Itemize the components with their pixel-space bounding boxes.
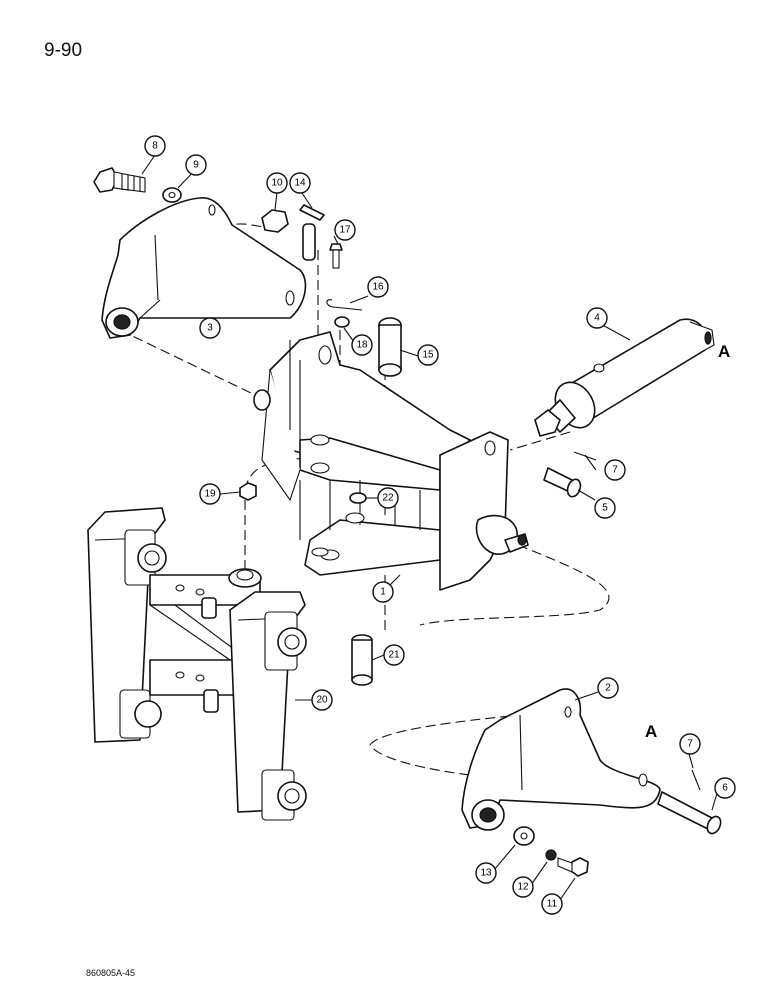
callout-14-label: 14 bbox=[294, 178, 306, 189]
callout-19-label: 19 bbox=[204, 489, 216, 500]
callout-14: 14 bbox=[289, 172, 311, 194]
t-pin-part-14 bbox=[299, 204, 325, 261]
washer-part-13 bbox=[513, 826, 535, 846]
callout-12-label: 12 bbox=[517, 882, 529, 893]
view-mark-a-lower: A bbox=[645, 722, 657, 741]
callout-5: 5 bbox=[594, 497, 616, 519]
snap-ring-part-22 bbox=[349, 492, 367, 504]
nut-part-19 bbox=[239, 482, 257, 501]
callout-13-label: 13 bbox=[480, 868, 492, 879]
callout-2-label: 2 bbox=[605, 683, 611, 694]
callout-9: 9 bbox=[185, 154, 207, 176]
callout-7-upper: 7 bbox=[604, 459, 626, 481]
callout-17: 17 bbox=[334, 219, 356, 241]
callout-1-label: 1 bbox=[380, 587, 386, 598]
callout-2: 2 bbox=[597, 677, 619, 699]
cotter-pin-part-16 bbox=[326, 299, 363, 311]
bolt-part-8 bbox=[93, 167, 146, 193]
callout-7-lower-label: 7 bbox=[687, 739, 693, 750]
cotter-pin-part-7-lower bbox=[691, 769, 701, 791]
callout-7-upper-label: 7 bbox=[612, 465, 618, 476]
callout-8-label: 8 bbox=[152, 141, 158, 152]
callout-3-label: 3 bbox=[207, 323, 213, 334]
callout-10: 10 bbox=[266, 172, 288, 194]
callout-16-label: 16 bbox=[372, 282, 384, 293]
pad-assembly-part-20 bbox=[87, 507, 307, 821]
frame-part-1 bbox=[253, 331, 529, 591]
callout-5-label: 5 bbox=[602, 503, 608, 514]
callout-7-lower: 7 bbox=[679, 733, 701, 755]
callout-9-label: 9 bbox=[193, 160, 199, 171]
pin-part-5 bbox=[543, 467, 582, 498]
callout-1: 1 bbox=[372, 581, 394, 603]
cotter-pin-part-7-upper bbox=[573, 451, 597, 461]
callout-4-label: 4 bbox=[594, 313, 600, 324]
callout-6-label: 6 bbox=[722, 783, 728, 794]
bolt-part-17 bbox=[329, 243, 343, 269]
callout-10-label: 10 bbox=[271, 178, 283, 189]
pin-part-6 bbox=[657, 791, 722, 835]
callout-21-label: 21 bbox=[388, 650, 400, 661]
callout-21: 21 bbox=[383, 644, 405, 666]
callout-20-label: 20 bbox=[316, 695, 328, 706]
callout-20: 20 bbox=[311, 689, 333, 711]
callout-17-label: 17 bbox=[339, 225, 351, 236]
callout-4: 4 bbox=[586, 307, 608, 329]
callout-22: 22 bbox=[377, 487, 399, 509]
lock-washer-part-12 bbox=[545, 849, 557, 861]
bracket-right-part-2 bbox=[461, 688, 661, 831]
callout-18: 18 bbox=[351, 334, 373, 356]
pivot-pin-part-21 bbox=[351, 634, 373, 686]
lock-washer-part-18 bbox=[334, 316, 350, 328]
pivot-pin-part-15 bbox=[378, 317, 402, 377]
view-mark-a-upper: A bbox=[718, 342, 730, 361]
bracket-left-part-3 bbox=[101, 197, 307, 339]
callout-12: 12 bbox=[512, 876, 534, 898]
footer-code: 860805A-45 bbox=[86, 968, 136, 978]
nut-part-10 bbox=[261, 209, 289, 233]
callout-8: 8 bbox=[144, 135, 166, 157]
callout-11: 11 bbox=[541, 893, 563, 915]
callout-16: 16 bbox=[367, 276, 389, 298]
callout-15: 15 bbox=[417, 344, 439, 366]
page-number: 9-90 bbox=[44, 40, 83, 61]
callout-19: 19 bbox=[199, 483, 221, 505]
callout-15-label: 15 bbox=[422, 350, 434, 361]
callout-13: 13 bbox=[475, 862, 497, 884]
hydraulic-cylinder-part-4 bbox=[534, 318, 715, 437]
callout-18-label: 18 bbox=[356, 340, 368, 351]
bolt-part-11 bbox=[557, 857, 589, 877]
callout-3: 3 bbox=[199, 317, 221, 339]
callout-6: 6 bbox=[714, 777, 736, 799]
washer-part-9 bbox=[162, 187, 182, 203]
callout-22-label: 22 bbox=[382, 493, 394, 504]
callout-11-label: 11 bbox=[547, 899, 558, 910]
